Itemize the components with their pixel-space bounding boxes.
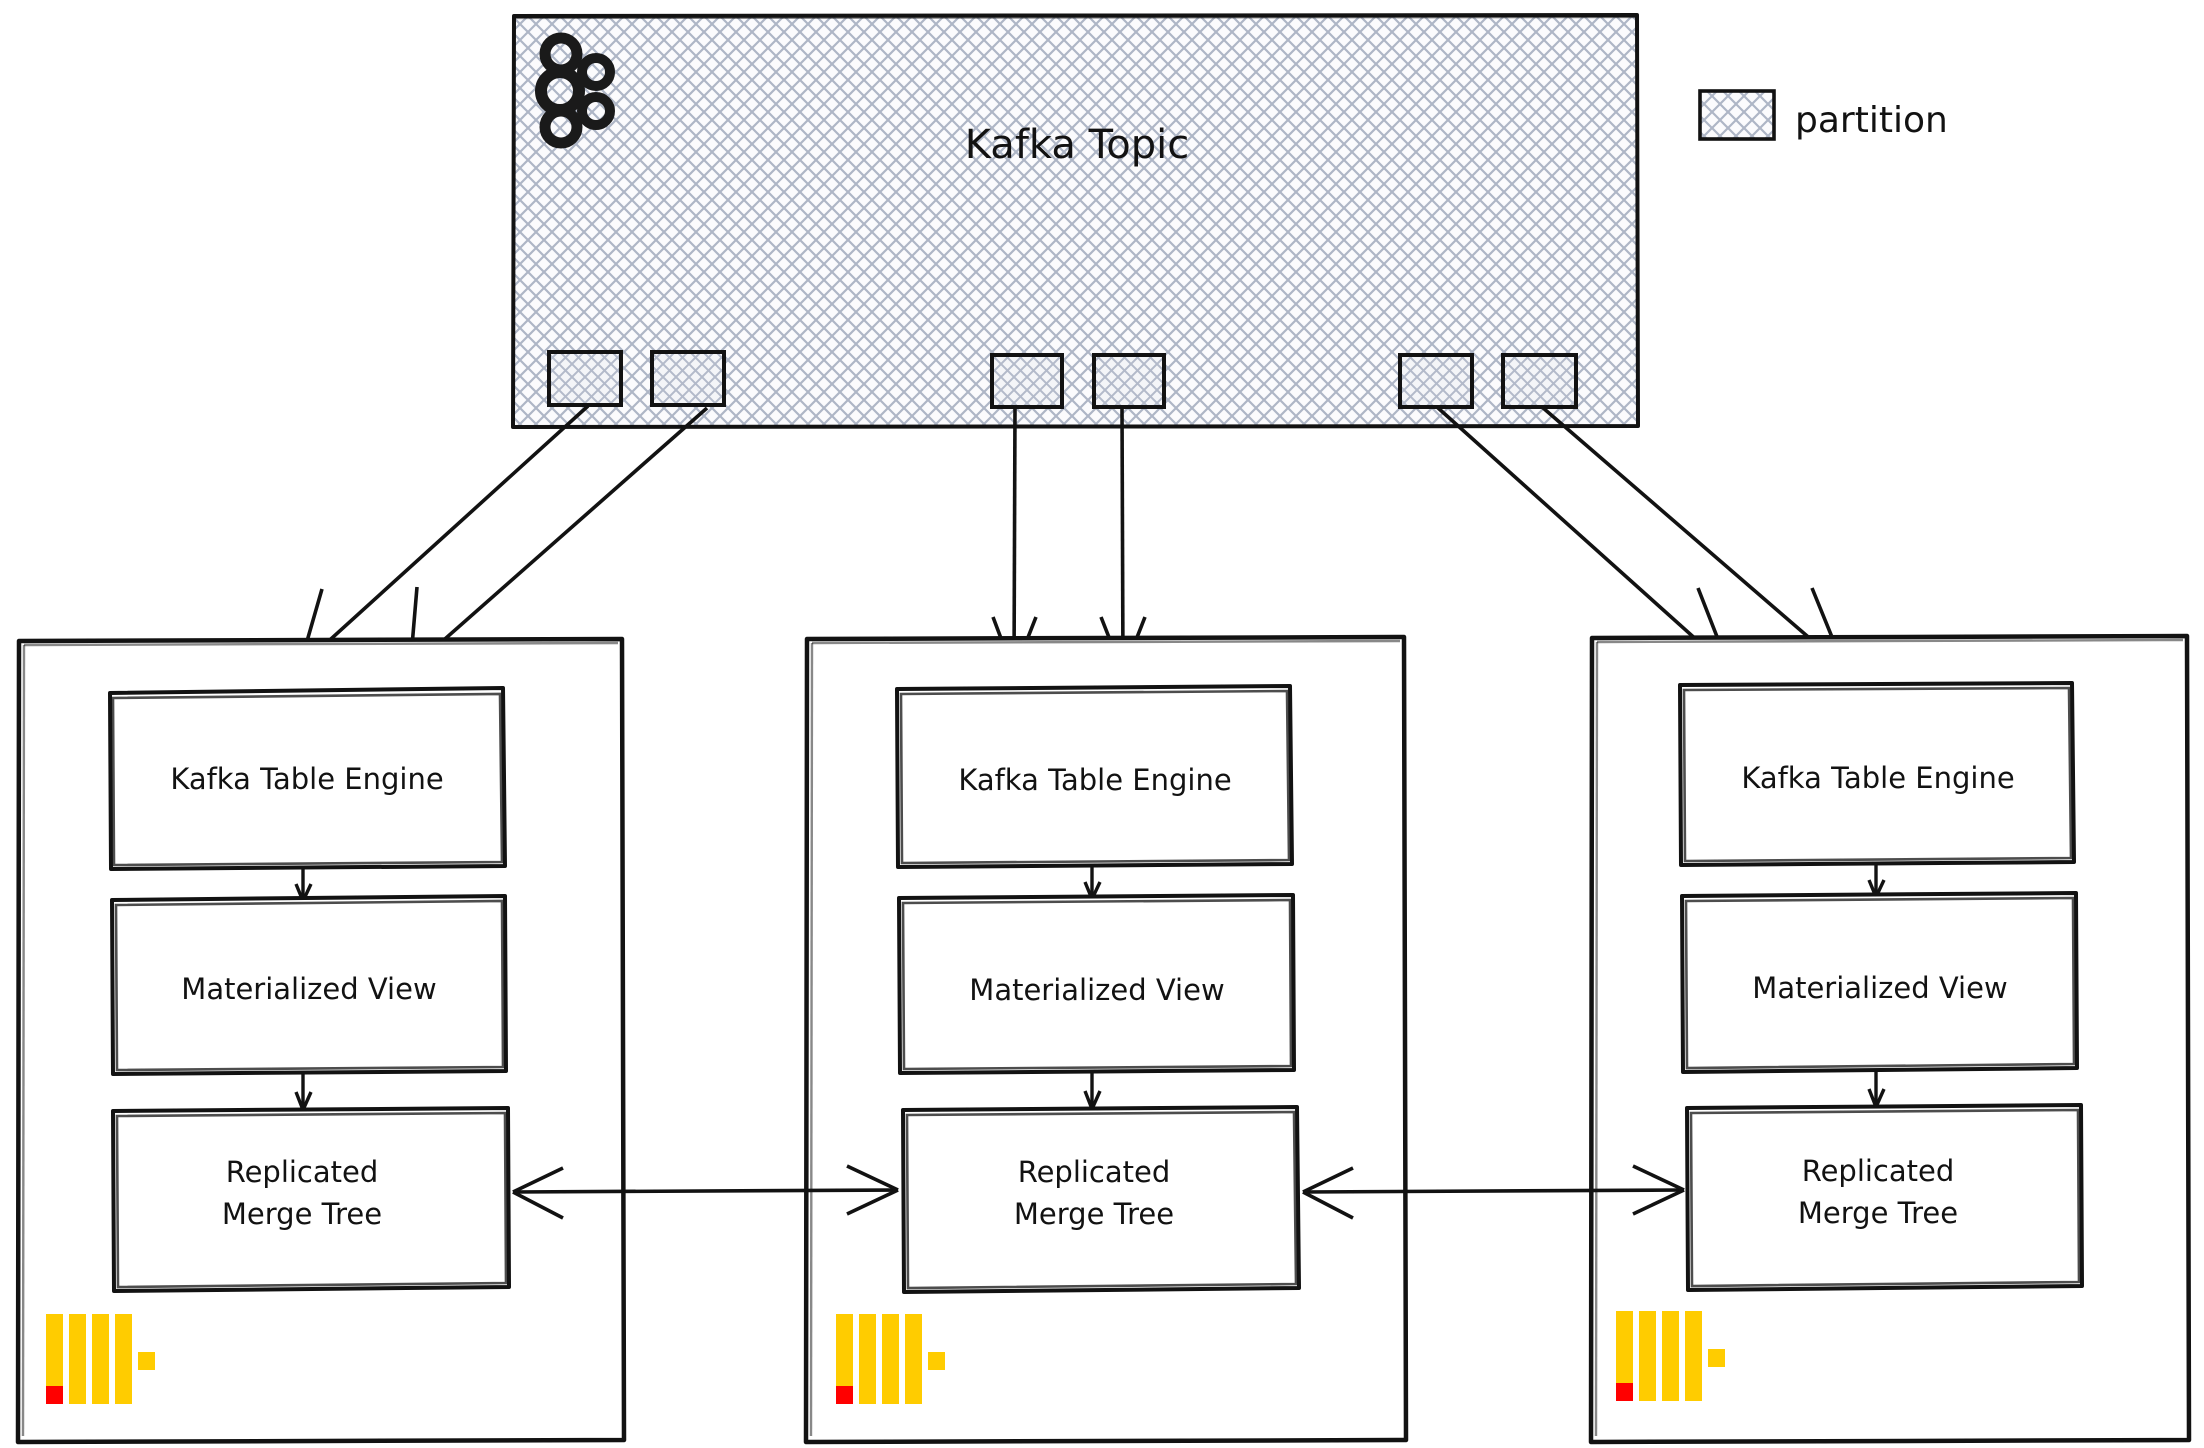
cluster-3-materialized-view[interactable]: Materialized View: [1680, 891, 2079, 1074]
kafka-logo: [535, 32, 615, 149]
partition-p0[interactable]: [547, 350, 623, 407]
legend-swatch: [1698, 89, 1776, 141]
cluster-2-materialized-view-label: Materialized View: [969, 973, 1224, 1007]
cluster-1-replicated-merge-tree-label-line1: Replicated: [226, 1155, 379, 1189]
cluster-2-clickhouse-logo: [836, 1314, 945, 1404]
cluster-1-replicated-merge-tree-label-line2: Merge Tree: [222, 1197, 382, 1231]
cluster-1-arrow-mv-to-rmt: [294, 1074, 313, 1111]
partition-p4[interactable]: [1398, 353, 1474, 409]
cluster-2-replicated-merge-tree-label-line1: Replicated: [1018, 1155, 1171, 1189]
cluster-3-replicated-merge-tree-label-line2: Merge Tree: [1798, 1196, 1958, 1230]
cluster-3[interactable]: Kafka Table Engine Materialized View Rep…: [1588, 633, 2192, 1445]
kafka-topic-label: Kafka Topic: [965, 122, 1189, 168]
cluster-3-replicated-merge-tree-label-line1: Replicated: [1802, 1154, 1955, 1188]
arrow-p0-to-cluster1-kte: [297, 404, 590, 671]
replication-link-cluster2-cluster3: [1302, 1164, 1685, 1220]
cluster-1-materialized-view[interactable]: Materialized View: [110, 894, 508, 1076]
cluster-1-replicated-merge-tree[interactable]: Replicated Merge Tree: [111, 1106, 511, 1293]
legend: partition: [1698, 89, 1948, 141]
arrow-p2-to-cluster2-kte: [991, 406, 1038, 674]
cluster-1[interactable]: Kafka Table Engine Materialized View Rep…: [15, 636, 627, 1445]
cluster-2-materialized-view[interactable]: Materialized View: [897, 893, 1296, 1075]
partition-p3[interactable]: [1092, 353, 1166, 409]
cluster-3-kafka-table-engine[interactable]: Kafka Table Engine: [1678, 681, 2076, 867]
cluster-1-kafka-table-engine-label: Kafka Table Engine: [170, 762, 443, 796]
cluster-3-replicated-merge-tree[interactable]: Replicated Merge Tree: [1685, 1103, 2084, 1292]
partition-p2[interactable]: [990, 353, 1064, 409]
arrow-p5-to-cluster3-kte: [1540, 405, 1847, 671]
cluster-2-kafka-table-engine-label: Kafka Table Engine: [958, 763, 1231, 797]
cluster-3-materialized-view-label: Materialized View: [1752, 971, 2007, 1005]
cluster-3-clickhouse-logo: [1616, 1311, 1725, 1401]
cluster-1-kafka-table-engine[interactable]: Kafka Table Engine: [108, 686, 507, 871]
cluster-2-arrow-mv-to-rmt: [1083, 1073, 1102, 1110]
cluster-1-materialized-view-label: Materialized View: [181, 972, 436, 1006]
arrow-p4-to-cluster3-kte: [1435, 405, 1732, 672]
arrow-p1-to-cluster1-kte: [408, 406, 709, 674]
kafka-topic-box[interactable]: Kafka Topic: [511, 13, 1640, 429]
legend-label: partition: [1795, 100, 1948, 141]
cluster-2-replicated-merge-tree-label-line2: Merge Tree: [1014, 1197, 1174, 1231]
arrow-p3-to-cluster2-kte: [1099, 406, 1147, 674]
cluster-3-arrow-mv-to-rmt: [1867, 1072, 1886, 1108]
replication-link-cluster1-cluster2: [512, 1164, 899, 1220]
cluster-2-replicated-merge-tree[interactable]: Replicated Merge Tree: [901, 1105, 1301, 1294]
partition-p1[interactable]: [650, 350, 726, 407]
cluster-2[interactable]: Kafka Table Engine Materialized View Rep…: [803, 634, 1409, 1445]
cluster-2-kafka-table-engine[interactable]: Kafka Table Engine: [895, 684, 1294, 869]
partition-p5[interactable]: [1501, 353, 1578, 409]
cluster-1-clickhouse-logo: [46, 1314, 155, 1404]
cluster-3-kafka-table-engine-label: Kafka Table Engine: [1741, 761, 2014, 795]
